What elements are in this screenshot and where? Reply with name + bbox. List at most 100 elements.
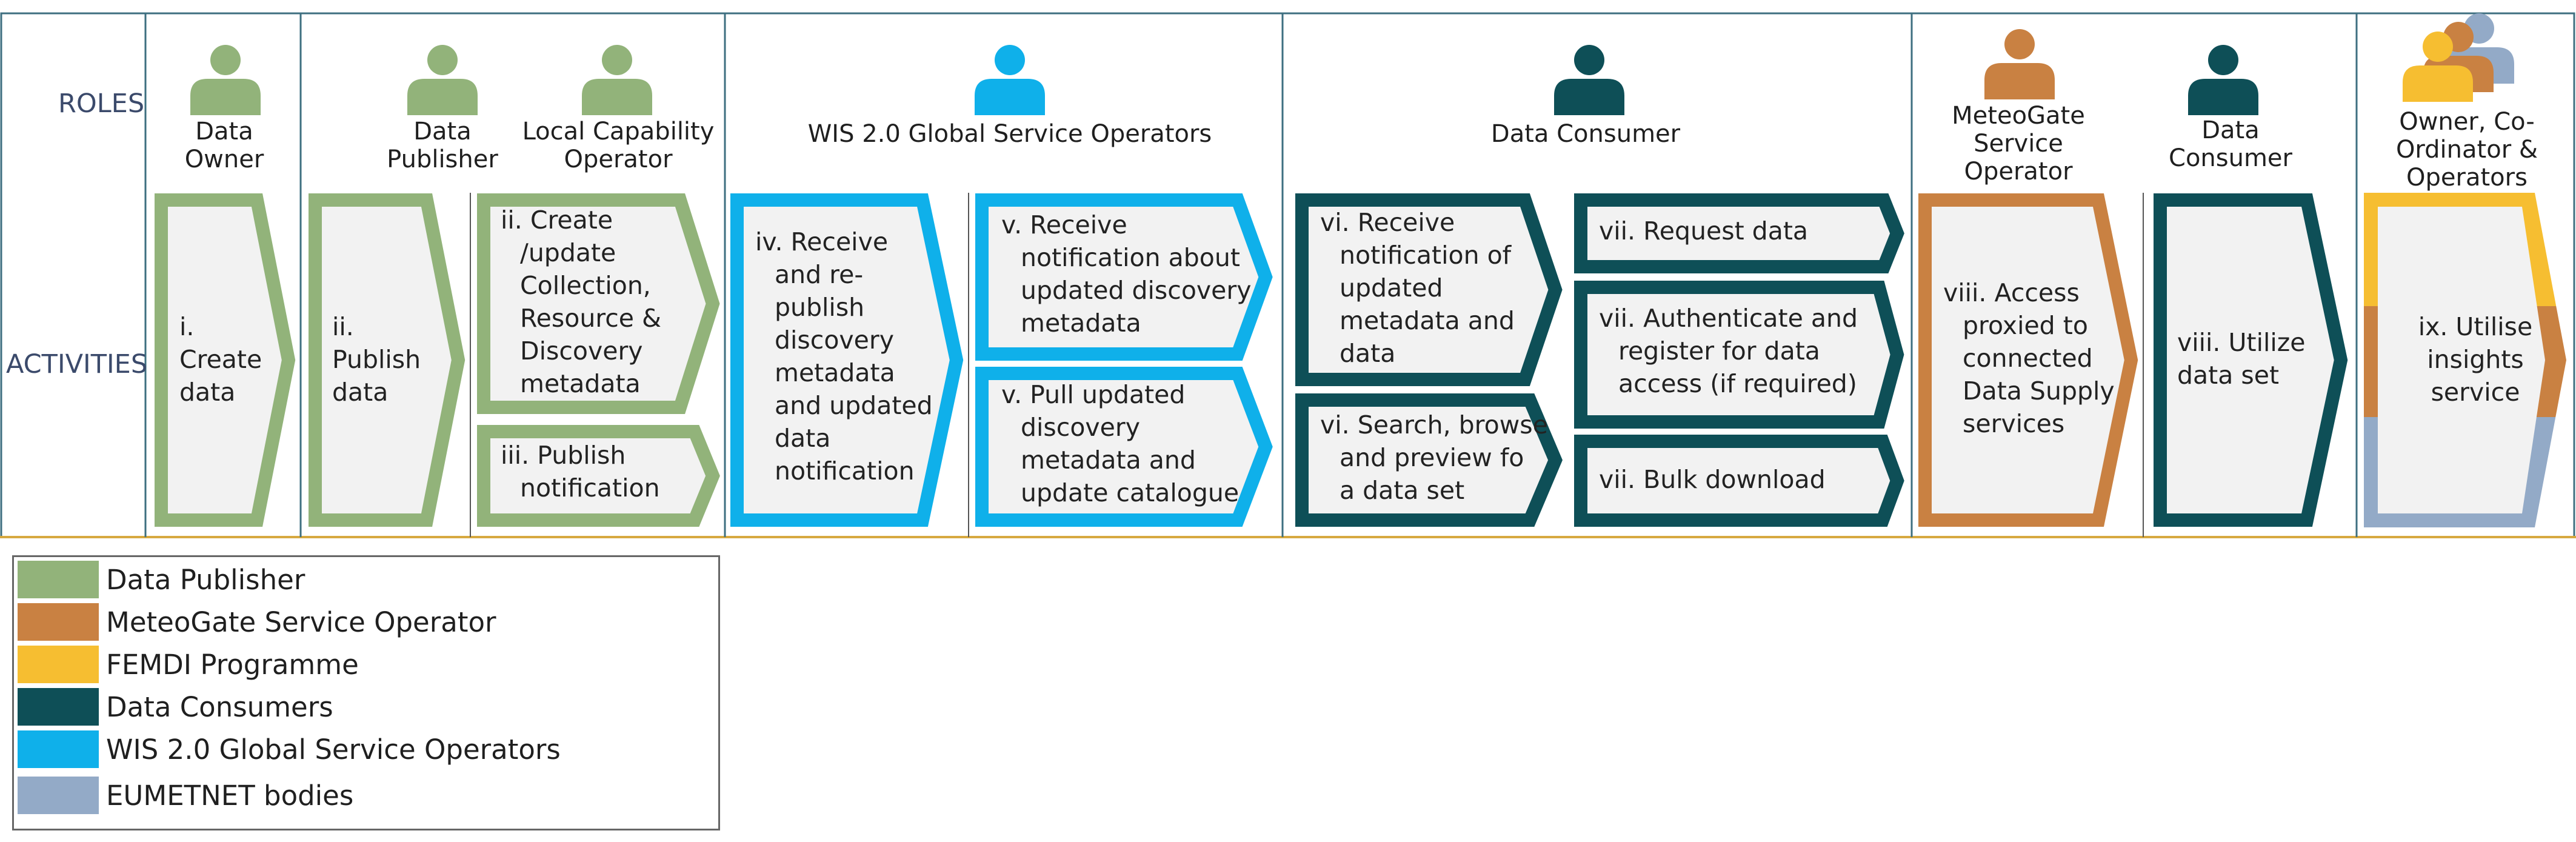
activity-chevron-10 — [1574, 193, 1904, 273]
activity-chevron-8 — [1295, 193, 1563, 386]
activity-label-line: update catalogue — [1021, 478, 1240, 507]
activity-chevron-4 — [477, 425, 720, 527]
activity-label-line: updated discovery — [1021, 276, 1252, 305]
legend-swatch — [18, 688, 99, 726]
activity-chevron-3 — [477, 193, 720, 414]
activity-label-line: notification about — [1021, 243, 1240, 272]
legend-swatch — [18, 730, 99, 768]
activity-label: viii. Utilize data set — [2177, 326, 2306, 392]
frame-lines — [0, 12, 2576, 538]
activity-chevron-12 — [1574, 435, 1904, 527]
activity-label-line: proxied to — [1963, 311, 2088, 340]
activity-chevron-1 — [155, 193, 296, 527]
activity-label-line: viii. Access — [1943, 278, 2080, 307]
activity-label: v. Pull updated discovery metadata and upda… — [1001, 378, 1239, 509]
activity-label-line: v. Pull updated — [1001, 380, 1186, 409]
person-icon — [2188, 45, 2258, 115]
activity-label-line: viii. Utilize — [2177, 328, 2306, 357]
activity-label: iii. Publish notification — [501, 439, 660, 504]
activity-label-line: vii. Bulk download — [1599, 465, 1826, 494]
role-name-line: Operators — [2406, 164, 2528, 192]
activity-label-line: data — [1340, 339, 1396, 368]
activity-chevron-2 — [309, 193, 465, 527]
legend-swatch — [18, 561, 99, 598]
legend-label: FEMDI Programme — [106, 648, 359, 681]
role-name-line: Service — [1974, 130, 2063, 158]
legend: Data Publisher MeteoGate Service Operato… — [12, 555, 720, 830]
role-name-line: Data — [195, 118, 253, 145]
role-header-owner-coordinator-operators: Owner, Co- Ordinator & Operators — [2376, 108, 2558, 192]
activity-label-line: iii. Publish — [501, 441, 626, 470]
activity-label-line: discovery — [1021, 413, 1141, 442]
activity-label-line: metadata and — [1340, 306, 1515, 335]
activity-label-line: publish — [775, 293, 865, 322]
activity-label: vii. Request data — [1599, 215, 1808, 247]
legend-item: MeteoGate Service Operator — [14, 601, 496, 643]
activity-label-line: notification — [775, 456, 915, 486]
legend-swatch — [18, 646, 99, 683]
person-icon — [190, 45, 261, 115]
activity-label-line: and updated — [775, 391, 933, 420]
activity-label-line: connected — [1963, 344, 2093, 373]
legend-item: Data Consumers — [14, 686, 333, 728]
activity-label-line: metadata — [520, 369, 641, 398]
activity-label-line: notification — [520, 473, 660, 503]
legend-item: FEMDI Programme — [14, 643, 359, 686]
activity-label-line: Collection, — [520, 271, 651, 300]
legend-label: WIS 2.0 Global Service Operators — [106, 733, 561, 766]
legend-label: EUMETNET bodies — [106, 779, 354, 812]
activity-label-line: ii. — [332, 312, 354, 341]
legend-item: WIS 2.0 Global Service Operators — [14, 728, 561, 770]
activity-label-line: register for data — [1618, 336, 1820, 366]
activity-label-line: a data set — [1340, 476, 1465, 505]
activity-label-line: Publish — [332, 345, 421, 374]
role-header-data-publisher: Data Publisher — [376, 118, 509, 173]
role-name-line: MeteoGate — [1952, 102, 2085, 130]
role-name-line: Publisher — [387, 145, 498, 173]
role-header-data-consumer-2: Data Consumer — [2164, 116, 2297, 172]
role-name-line: Owner — [184, 145, 264, 173]
activity-label-line: vii. Authenticate and — [1599, 304, 1858, 333]
activity-label-line: metadata and — [1021, 446, 1196, 475]
role-name-line: Data — [2201, 116, 2260, 144]
person-icon — [1984, 29, 2055, 99]
activity-chevron-13 — [1918, 193, 2138, 527]
activity-label: vii. Bulk download — [1599, 463, 1826, 496]
legend-item: Data Publisher — [14, 558, 305, 601]
role-name-line: WIS 2.0 Global Service Operators — [807, 120, 1212, 148]
person-icon — [975, 45, 1045, 115]
activity-chevron-5 — [730, 193, 964, 527]
activity-label-line: vi. Search, browse — [1320, 410, 1548, 439]
activity-label-line: data — [775, 424, 831, 453]
activity-label-line: Data Supply — [1963, 376, 2115, 406]
role-name-line: Operator — [1964, 158, 2073, 185]
role-header-local-capability-operator: Local Capability Operator — [521, 118, 715, 173]
activity-label-line: i. — [179, 312, 195, 341]
role-icons — [190, 13, 2514, 115]
activity-label-line: data set — [2177, 361, 2280, 390]
swimlane-frame — [0, 12, 2576, 538]
legend-label: Data Publisher — [106, 563, 305, 596]
lane-label-activities: ACTIVITIES — [6, 349, 148, 379]
activity-chevrons — [155, 193, 2566, 527]
activity-label-line: Create — [179, 345, 262, 374]
activity-label-line: ii. Create — [501, 205, 613, 235]
role-name-line: Consumer — [2169, 144, 2292, 172]
lane-label-roles: ROLES — [58, 89, 145, 119]
activity-chevron-14 — [2154, 193, 2348, 527]
role-header-data-consumer: Data Consumer — [1428, 120, 1743, 148]
activity-label-line: insights — [2427, 345, 2524, 374]
legend-label: MeteoGate Service Operator — [106, 606, 496, 638]
role-header-meteogate-service-operator: MeteoGate Service Operator — [1940, 102, 2097, 185]
activity-chevron-7 — [975, 367, 1273, 527]
activity-label-line: ix. Utilise — [2418, 312, 2533, 341]
